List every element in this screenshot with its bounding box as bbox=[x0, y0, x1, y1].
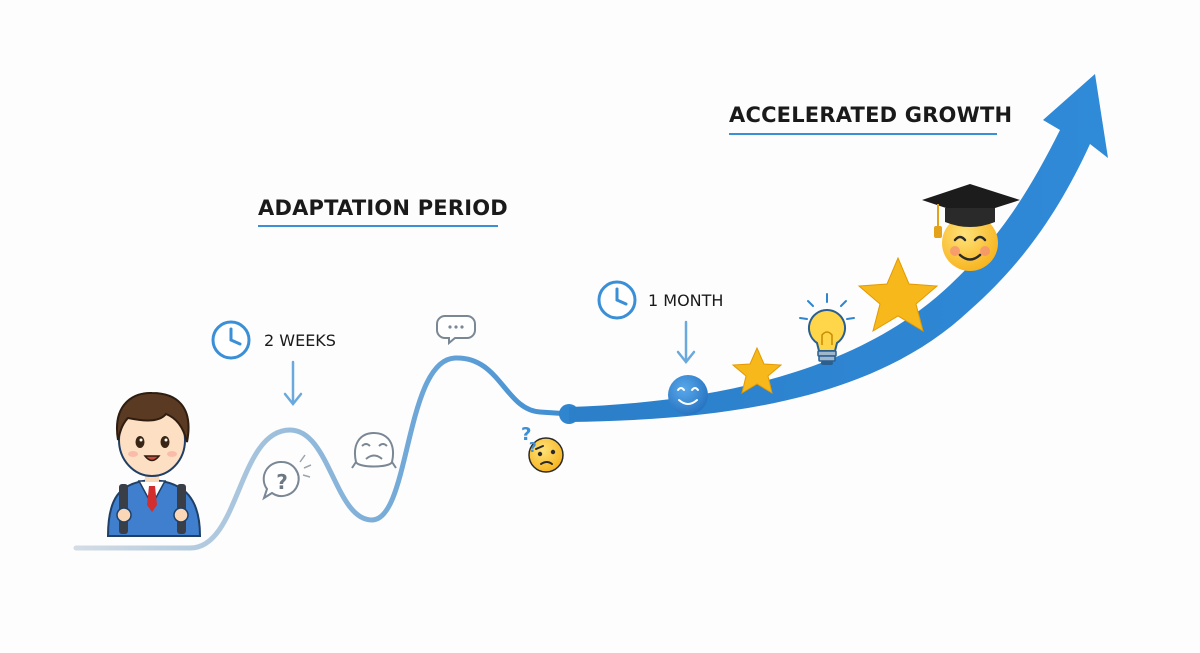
ellipsis-bubble-icon bbox=[436, 315, 476, 346]
worried-face-icon bbox=[351, 431, 397, 469]
accelerated-growth-title: ACCELERATED GROWTH bbox=[729, 103, 1013, 127]
milestone-1-month-label: 1 MONTH bbox=[648, 291, 724, 310]
milestone-2-weeks-label: 2 WEEKS bbox=[264, 331, 336, 350]
svg-text:?: ? bbox=[276, 470, 288, 494]
clock-icon bbox=[597, 280, 637, 320]
down-arrow-icon bbox=[676, 320, 696, 365]
student-icon bbox=[106, 391, 202, 537]
smiling-face-icon bbox=[668, 375, 708, 415]
lightbulb-icon bbox=[799, 293, 855, 365]
adaptation-period-underline bbox=[258, 225, 498, 227]
star-icon bbox=[731, 346, 783, 395]
adaptation-period-title: ADAPTATION PERIOD bbox=[258, 196, 508, 220]
star-icon bbox=[857, 256, 939, 333]
question-bubble-icon: ? bbox=[262, 454, 312, 501]
adaptation-curve bbox=[73, 355, 573, 551]
puzzled-face-icon: ? ? bbox=[521, 424, 564, 473]
growth-arrow bbox=[569, 74, 1108, 422]
svg-text:?: ? bbox=[529, 441, 537, 456]
accelerated-growth-underline bbox=[729, 133, 997, 135]
down-arrow-icon bbox=[283, 360, 303, 407]
graduate-face-icon bbox=[922, 184, 1020, 271]
clock-icon bbox=[211, 320, 251, 360]
svg-text:?: ? bbox=[521, 424, 531, 445]
